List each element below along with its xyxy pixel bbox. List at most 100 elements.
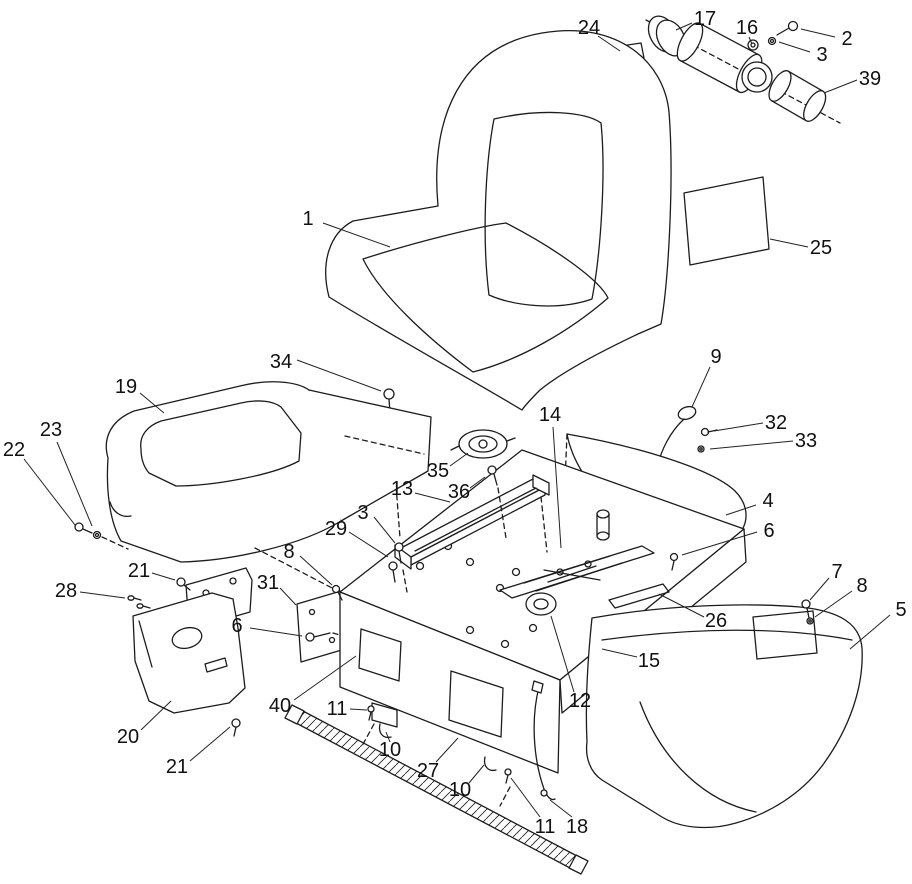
- leader-line-2: [800, 28, 836, 38]
- leader-line-36: [469, 476, 486, 489]
- leader-line-31: [279, 587, 297, 606]
- leader-line-28: [79, 591, 126, 599]
- handle-bracket: [371, 702, 398, 728]
- spacer-39: [768, 70, 827, 122]
- callout-10-b: 10: [449, 779, 471, 801]
- leader-line-24: [597, 35, 621, 52]
- washer-3-top: [767, 36, 777, 46]
- fasteners-22-23: [74, 522, 129, 550]
- seat: [325, 30, 672, 411]
- leader-line-18: [549, 799, 573, 818]
- leader-line-11-b: [510, 777, 541, 818]
- washer-33: [697, 445, 705, 453]
- callout-31: 31: [257, 572, 279, 594]
- callout-11-a: 11: [327, 698, 348, 720]
- grommet-12: [525, 592, 557, 616]
- callout-34: 34: [270, 351, 292, 373]
- callout-19: 19: [115, 376, 137, 398]
- screw-22: [74, 522, 84, 532]
- hook-10-a: [378, 723, 392, 739]
- callout-17: 17: [694, 8, 716, 30]
- plate-26: [608, 583, 670, 609]
- callout-16: 16: [736, 17, 758, 39]
- rivets-28: [127, 595, 151, 609]
- callout-33: 33: [795, 430, 817, 452]
- callout-22: 22: [3, 439, 25, 461]
- leader-line-40: [293, 655, 357, 701]
- leader-line-8-left: [299, 555, 333, 586]
- screw-11-b: [504, 768, 512, 784]
- leader-line-14: [552, 426, 562, 549]
- plate-31: [296, 590, 358, 663]
- leader-line-10-a: [385, 731, 391, 743]
- callout-12: 12: [569, 690, 591, 712]
- leader-line-15: [601, 648, 638, 658]
- console-19: [105, 381, 432, 591]
- screw-21-a: [176, 577, 191, 591]
- leader-line-39: [823, 79, 858, 94]
- decal-on-fender: [752, 610, 818, 660]
- bolt-3-mid: [394, 542, 404, 564]
- callout-28: 28: [55, 580, 77, 602]
- callout-32: 32: [765, 412, 787, 434]
- screw-11-a: [367, 705, 375, 721]
- callout-40: 40: [269, 695, 291, 717]
- bolt-29: [388, 561, 398, 583]
- callout-1: 1: [302, 208, 313, 230]
- callout-27: 27: [417, 760, 439, 782]
- callout-25: 25: [810, 237, 832, 259]
- leader-line-11-a: [349, 708, 368, 711]
- leader-line-12: [550, 615, 575, 693]
- leader-line-20: [140, 700, 172, 731]
- callout-14: 14: [539, 404, 561, 426]
- leader-line-21-b: [189, 726, 231, 762]
- seat-adjuster: [499, 509, 679, 661]
- leader-line-4: [725, 504, 757, 516]
- screw-21-b: [231, 718, 241, 737]
- bumper-bar: [284, 704, 589, 875]
- callout-18: 18: [566, 816, 588, 838]
- leader-line-22: [23, 458, 76, 526]
- leader-line-7: [809, 577, 830, 601]
- leader-line-3-top: [778, 41, 811, 53]
- callout-8-right: 8: [856, 575, 867, 597]
- callout-3-top: 3: [816, 44, 827, 66]
- leader-line-27: [435, 737, 459, 763]
- hook-10-b: [483, 756, 497, 772]
- leader-line-19: [139, 392, 165, 414]
- leader-line-9: [691, 366, 711, 408]
- leader-line-5: [849, 614, 891, 650]
- callout-35: 35: [427, 460, 449, 482]
- leader-line-13: [414, 492, 451, 503]
- nut-8-right: [806, 617, 814, 625]
- muffler-assembly: [645, 15, 841, 124]
- callout-13: 13: [391, 478, 413, 500]
- leader-line-16: [748, 36, 753, 45]
- callout-21-b: 21: [166, 756, 188, 778]
- leader-line-26: [658, 593, 705, 618]
- bolt-6-right: [669, 552, 679, 571]
- callout-2: 2: [841, 28, 852, 50]
- fender-5: [585, 599, 863, 829]
- callout-15: 15: [638, 650, 660, 672]
- washer-23: [92, 530, 102, 540]
- cable-9: [635, 405, 718, 541]
- decal-40: [358, 628, 402, 682]
- callout-7: 7: [831, 561, 842, 583]
- washer-16: [747, 39, 759, 51]
- leader-line-10-b: [468, 764, 485, 784]
- callout-10-a: 10: [379, 739, 401, 761]
- callout-21-a: 21: [128, 560, 150, 582]
- bolt-32: [700, 427, 718, 437]
- leader-line-34: [296, 359, 382, 392]
- leader-line-35: [449, 452, 469, 467]
- decal-27: [448, 670, 504, 738]
- bracket-20-group: [127, 567, 253, 737]
- callout-6-right: 6: [763, 520, 774, 542]
- callout-4: 4: [762, 490, 773, 512]
- cap-35: [450, 429, 516, 539]
- leader-line-8-right: [814, 590, 853, 618]
- leader-line-21-a: [151, 572, 176, 581]
